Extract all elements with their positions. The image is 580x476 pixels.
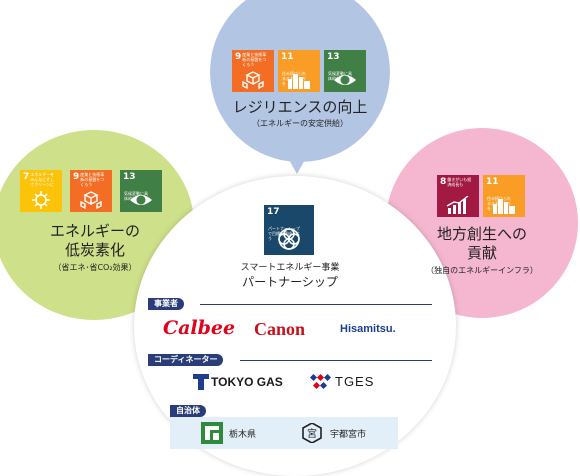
resilience-bubble-pointer <box>288 158 306 174</box>
sdg-13-badge: 13気候変動に具体的な対策を <box>324 50 366 92</box>
sdg-number: 9 <box>235 52 242 62</box>
low-carbon-subtitle: （省エネ･省CO₂効果） <box>53 263 137 272</box>
regional-subtitle: （独自のエネルギーインフラ） <box>426 266 538 275</box>
coordinator-section-header: コーディネーター <box>148 354 224 366</box>
tochigi-emblem-icon <box>201 422 223 444</box>
sdg-8-badge: 8働きがいも経済成長も <box>437 175 479 217</box>
cubes-icon <box>80 191 102 209</box>
business-section-rule <box>200 304 432 305</box>
tokyo-gas-logo: TOKYO GAS <box>211 375 283 389</box>
eye-globe-icon <box>130 195 152 205</box>
low-carbon-title-line1: エネルギーの <box>49 222 140 240</box>
sdg-11-badge: 11住み続けられるまちづくりを <box>278 50 320 92</box>
sun-icon <box>32 191 50 209</box>
sdg-number: 17 <box>267 207 280 217</box>
sdg-9-badge: 9産業と技術革新の基盤をつくろう <box>70 170 112 212</box>
tges-diamond-icon <box>309 373 331 390</box>
partnership-title-line1: スマートエネルギー事業 <box>240 263 340 273</box>
partnership-title-line2: パートナーシップ <box>242 275 338 289</box>
resilience-subtitle: （エネルギーの安定供給） <box>252 119 348 128</box>
coordinator-section-rule <box>240 360 432 361</box>
svg-text:宮: 宮 <box>307 427 317 440</box>
calbee-logo: Calbee <box>163 317 236 339</box>
city-icon <box>288 74 310 89</box>
tochigi-label: 栃木県 <box>229 430 257 440</box>
business-section-header: 事業者 <box>148 298 184 310</box>
sdg-number: 13 <box>327 52 340 62</box>
sdg-number: 13 <box>123 172 136 182</box>
sdg-13-badge: 13気候変動に具体的な対策を <box>120 170 162 212</box>
city-icon <box>493 199 515 214</box>
cubes-icon <box>242 71 264 89</box>
eye-globe-icon <box>334 75 356 85</box>
sdg-7-badge: 7エネルギーをみんなにそしてクリーンに <box>20 170 62 212</box>
sdg-text: エネルギーをみんなにそしてクリーンに <box>30 172 55 187</box>
sdg-11-badge: 11住み続けられるまちづくりを <box>483 175 525 217</box>
sdg-text: 産業と技術革新の基盤をつくろう <box>242 52 267 67</box>
government-section-header: 自治体 <box>170 405 206 417</box>
sdg-number: 11 <box>281 52 294 62</box>
sdg-text: 働きがいも経済成長も <box>447 177 472 187</box>
regional-title-line2: 貢献 <box>466 244 497 262</box>
utsunomiya-label: 宇都宮市 <box>330 430 367 440</box>
hisamitsu-logo: Hisamitsu. <box>340 323 396 335</box>
rings-icon <box>278 228 300 250</box>
utsunomiya-emblem-icon: 宮 <box>302 423 322 443</box>
sdg-number: 8 <box>440 177 447 187</box>
tokyo-gas-t-icon <box>193 374 209 390</box>
regional-title-line1: 地方創生への <box>436 225 527 243</box>
sdg-text: 産業と技術革新の基盤をつくろう <box>80 172 105 187</box>
sdg-number: 9 <box>73 172 80 182</box>
sdg-number: 11 <box>486 177 499 187</box>
canon-logo: Canon <box>254 319 306 339</box>
sdg-number: 7 <box>23 172 30 182</box>
sdg-9-badge: 9産業と技術革新の基盤をつくろう <box>232 50 274 92</box>
sdg-17-badge: 17パートナーシップで目標を達成しよう <box>264 205 314 255</box>
resilience-title: レジリエンスの向上 <box>232 98 368 116</box>
growth-chart-icon <box>446 196 469 214</box>
low-carbon-title-line2: 低炭素化 <box>64 241 125 259</box>
tges-logo: TGES <box>335 374 375 389</box>
